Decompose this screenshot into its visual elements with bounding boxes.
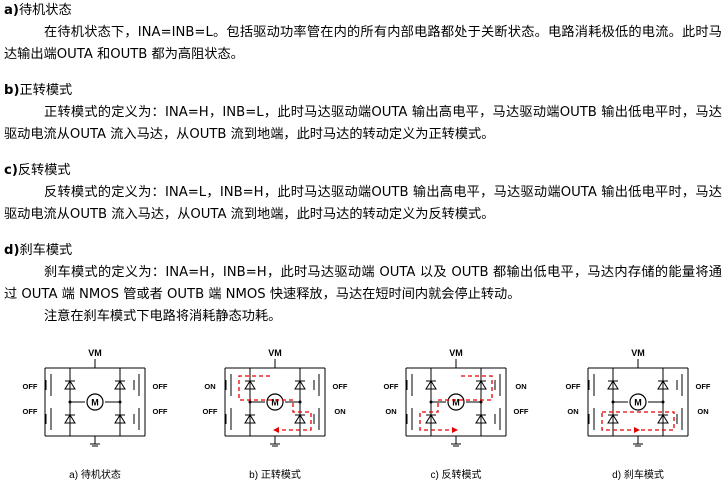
diagram-caption: d) 刹车模式 [612, 468, 664, 481]
motor-label: M [634, 398, 642, 408]
section-reverse: c)反转模式 反转模式的定义为：INA=L，INB=H，此时马达驱动端OUTB … [4, 160, 722, 226]
diagram-caption: b) 正转模式 [249, 468, 301, 481]
vm-label: VM [268, 348, 282, 358]
switch-state-bottom-right: ON [697, 407, 708, 416]
diode-icon [475, 380, 487, 390]
diode-icon [425, 380, 437, 390]
vm-label: VM [88, 348, 102, 358]
diode-icon [425, 414, 437, 424]
current-path [238, 375, 312, 431]
h-bridge-reverse: VM M OFF ON ON OFF c) 反转模式 [384, 348, 529, 481]
section-body: 正转模式的定义为：INA=H，INB=L，此时马达驱动端OUTA 输出高电平，马… [4, 105, 722, 142]
switch-state-bottom-right: OFF [514, 407, 529, 416]
motor-label: M [452, 398, 460, 408]
motor-label: M [91, 398, 99, 408]
section-letter: c) [4, 163, 18, 178]
h-bridge-none: VM M OFF OFF OFF OFF a) 待机状态 [23, 348, 168, 481]
switch-state-top-right: OFF [696, 382, 711, 391]
section-title: 待机状态 [18, 3, 72, 18]
motor-icon [629, 393, 647, 411]
diode-icon [64, 414, 76, 424]
switch-state-top-left: ON [204, 382, 215, 391]
section-note: 注意在刹车模式下电路将消耗静态功耗。 [44, 309, 282, 324]
section-body: 刹车模式的定义为：INA=H，INB=H，此时马达驱动端 OUTA 以及 OUT… [4, 265, 722, 302]
switch-state-top-right: OFF [153, 382, 168, 391]
section-heading: c)反转模式 [4, 160, 722, 182]
switch-state-bottom-left: ON [567, 407, 578, 416]
motor-icon [447, 393, 465, 411]
diode-icon [294, 414, 306, 424]
diode-icon [114, 380, 126, 390]
switch-state-top-left: OFF [23, 382, 38, 391]
h-bridge-brake: VM M OFF OFF ON ON d) 刹车模式 [566, 348, 711, 481]
section-letter: a) [4, 3, 19, 18]
section-letter: b) [4, 83, 20, 98]
section-forward: b)正转模式 正转模式的定义为：INA=H，INB=L，此时马达驱动端OUTA … [4, 80, 722, 146]
section-title: 反转模式 [17, 163, 71, 178]
switch-state-bottom-right: ON [334, 407, 345, 416]
switch-state-top-right: ON [515, 382, 526, 391]
section-heading: b)正转模式 [4, 80, 722, 102]
diode-icon [244, 414, 256, 424]
vm-label: VM [449, 348, 463, 358]
diode-icon [607, 414, 619, 424]
diode-icon [475, 414, 487, 424]
h-bridge-figures: VM M OFF OFF OFF OFF a) 待机状态 VM M ON OFF OFF ON b) 正转… [0, 340, 727, 482]
switch-state-top-left: OFF [566, 382, 581, 391]
arrow-icon [634, 427, 640, 433]
arrow-icon [273, 427, 279, 433]
diagram-caption: a) 待机状态 [69, 468, 121, 481]
section-brake: d)刹车模式 刹车模式的定义为：INA=H，INB=H，此时马达驱动端 OUTA… [4, 240, 722, 328]
h-bridge-diagram-set: VM M OFF OFF OFF OFF a) 待机状态 VM M ON OFF OFF ON b) 正转… [23, 348, 711, 481]
section-body: 在待机状态下，INA=INB=L。包括驱动功率管在内的所有内部电路都处于关断状态… [4, 25, 722, 62]
diode-icon [657, 414, 669, 424]
diagram-caption: c) 反转模式 [430, 468, 481, 481]
current-path [419, 375, 493, 431]
h-bridge-forward: VM M ON OFF OFF ON b) 正转模式 [203, 348, 348, 481]
diode-icon [64, 380, 76, 390]
switch-state-top-left: OFF [384, 382, 399, 391]
section-body: 反转模式的定义为：INA=L，INB=H，此时马达驱动端OUTB 输出高电平，马… [4, 185, 722, 222]
motor-icon [266, 393, 284, 411]
vm-label: VM [631, 348, 645, 358]
section-title: 正转模式 [19, 83, 73, 98]
diode-icon [114, 414, 126, 424]
motor-icon [86, 393, 104, 411]
motor-label: M [271, 398, 279, 408]
section-letter: d) [4, 243, 20, 258]
arrow-icon [452, 427, 458, 433]
switch-state-bottom-left: OFF [23, 407, 38, 416]
switch-state-bottom-left: ON [385, 407, 396, 416]
switch-state-bottom-left: OFF [203, 407, 218, 416]
diode-icon [244, 380, 256, 390]
switch-state-top-right: OFF [333, 382, 348, 391]
diode-icon [607, 380, 619, 390]
section-heading: d)刹车模式 [4, 240, 722, 262]
section-heading: a)待机状态 [4, 0, 722, 22]
diode-icon [657, 380, 669, 390]
current-path [601, 411, 675, 431]
section-standby: a)待机状态 在待机状态下，INA=INB=L。包括驱动功率管在内的所有内部电路… [4, 0, 722, 66]
diode-icon [294, 380, 306, 390]
section-title: 刹车模式 [19, 243, 73, 258]
switch-state-bottom-right: OFF [153, 407, 168, 416]
